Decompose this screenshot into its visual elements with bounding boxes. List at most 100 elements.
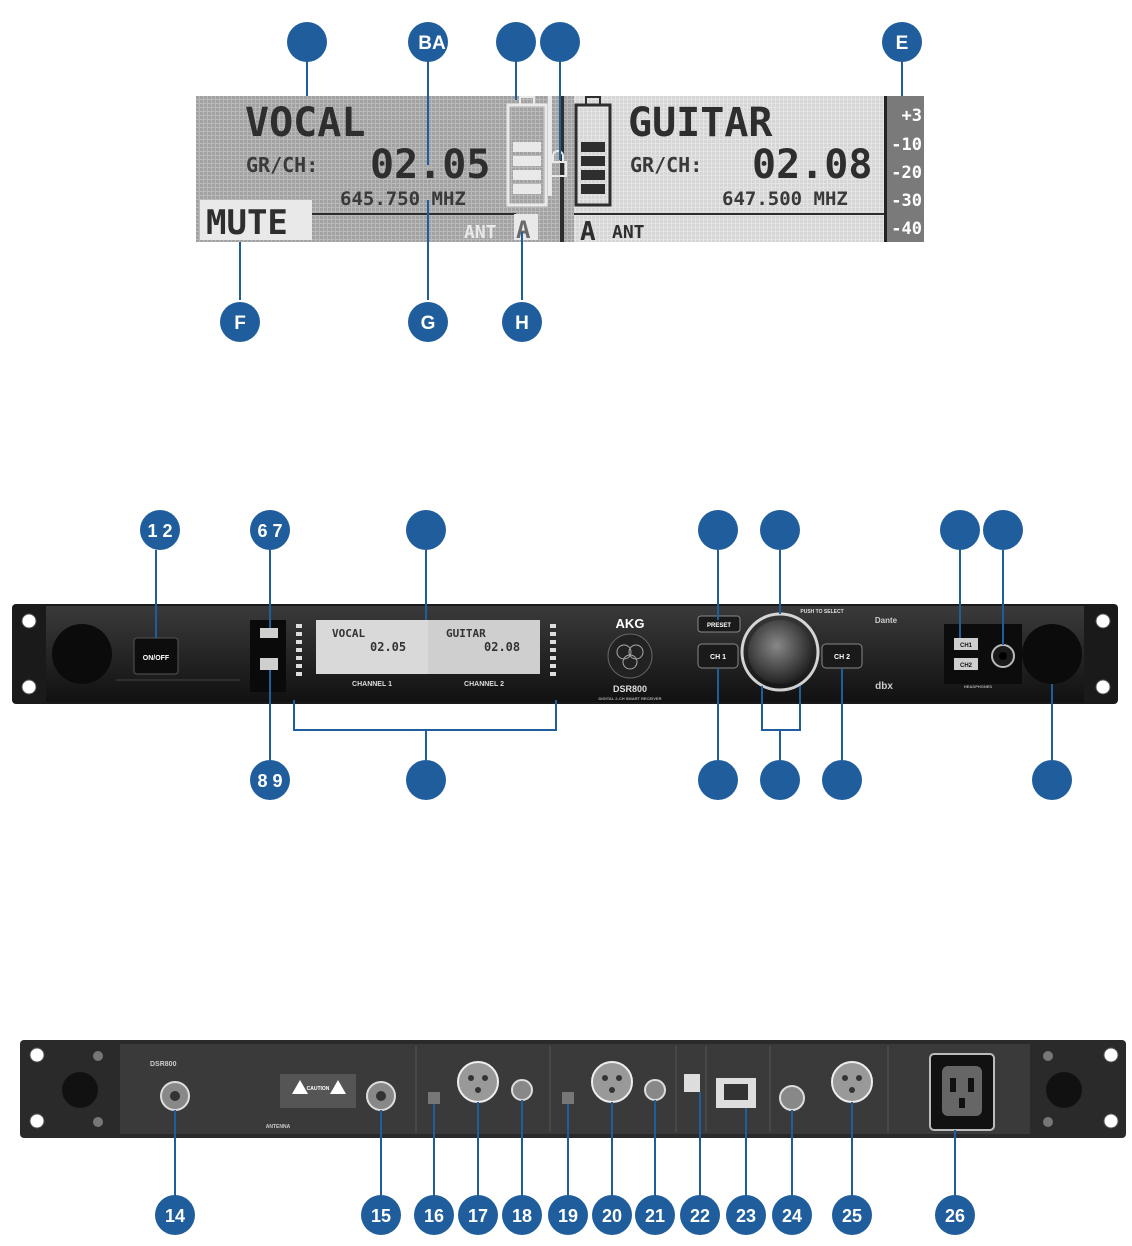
front-lcd-ch2-name: GUITAR [446, 627, 486, 640]
front-callout-8-9: 8 9 [250, 760, 290, 800]
lcd-closeup: VOCAL GR/CH: 02.05 645.750 MHZ MUTE ANT … [196, 22, 924, 342]
lcd-meter-strip [886, 96, 924, 242]
front-callout-hp-select [940, 510, 980, 550]
svg-text:8 9: 8 9 [257, 771, 282, 791]
lcd-mute-text: MUTE [206, 203, 288, 243]
front-lcd-ch2-value: 02.08 [484, 640, 520, 654]
lcd-ch2-battery-icon [574, 96, 612, 207]
mix-xlr-output[interactable] [831, 1061, 873, 1103]
headphone-ch1-label: CH1 [960, 643, 973, 649]
ch2-jack-output[interactable] [644, 1079, 666, 1101]
svg-text:BA: BA [418, 33, 446, 54]
lcd-mute-indicator [200, 200, 312, 240]
ch1-jack-output[interactable] [511, 1079, 533, 1101]
rear-callout-16: 16 [414, 1195, 454, 1235]
lcd-ch1-battery-icon [506, 96, 548, 207]
meter-tick-label: -30 [891, 191, 922, 211]
lcd-ch2-frequency: 647.500 MHZ [722, 188, 848, 210]
rear-callout-25: 25 [832, 1195, 872, 1235]
lcd-ch2-ant-label: ANT [612, 222, 645, 243]
front-lcd-ch1-name: VOCAL [332, 627, 365, 640]
front-callout-preset [698, 510, 738, 550]
rear-panel-diagram: DSR800 ANTENNA CAUTION [20, 1040, 1126, 1235]
lcd-callout-g: G [408, 302, 448, 342]
front-callout-knob [760, 510, 800, 550]
ch1-switch[interactable] [428, 1092, 440, 1104]
lcd-ch1-ant-label: ANT [464, 222, 497, 243]
svg-text:14: 14 [165, 1206, 185, 1226]
ch1-xlr-output[interactable] [457, 1061, 499, 1103]
rear-callout-18: 18 [502, 1195, 542, 1235]
ch2-button-label: CH 2 [834, 654, 850, 661]
front-ir-sync-window [260, 658, 278, 670]
lcd-callout-h: H [502, 302, 542, 342]
lcd-lock-icon [548, 96, 567, 242]
wordclock-connector[interactable] [779, 1085, 805, 1111]
front-callout-1-2: 1 2 [140, 510, 180, 550]
lcd-callout-e: E [882, 22, 922, 62]
push-to-select-knob[interactable] [748, 620, 812, 684]
rear-callout-23: 23 [726, 1195, 766, 1235]
svg-text:24: 24 [782, 1206, 802, 1226]
svg-text:23: 23 [736, 1206, 756, 1226]
knob-label: PUSH TO SELECT [800, 609, 843, 615]
svg-text:F: F [234, 313, 246, 334]
front-callout-hp-jack [983, 510, 1023, 550]
lcd-callout-3 [496, 22, 536, 62]
front-callout-ring [760, 760, 800, 800]
preset-button-label: PRESET [707, 623, 731, 629]
headphone-ch1-button[interactable] [954, 638, 978, 650]
svg-text:26: 26 [945, 1206, 965, 1226]
dbx-logo: dbx [875, 681, 893, 692]
lcd-right-panel [574, 96, 886, 242]
front-lcd-ch1 [316, 620, 428, 674]
lcd-ch1-grch-label: GR/CH: [246, 153, 318, 177]
rear-callout-15: 15 [361, 1195, 401, 1235]
meter-tick-label: -10 [891, 135, 922, 155]
front-model-sub-label: DIGITAL 2-CH SMART RECEIVER [599, 696, 662, 701]
svg-text:18: 18 [512, 1206, 532, 1226]
lcd-ch1-grch-value: 02.05 [370, 142, 490, 188]
svg-text:15: 15 [371, 1206, 391, 1226]
svg-text:21: 21 [645, 1206, 665, 1226]
lcd-callout-lines [239, 60, 903, 300]
svg-text:1 2: 1 2 [147, 521, 172, 541]
front-model-label: DSR800 [613, 684, 647, 694]
lcd-ch1-frequency: 645.750 MHZ [340, 188, 466, 210]
svg-text:25: 25 [842, 1206, 862, 1226]
power-button-label: ON/OFF [143, 655, 170, 662]
left-handle [52, 624, 112, 684]
svg-text:E: E [896, 33, 909, 54]
front-led-column-right [550, 624, 556, 676]
lcd-ch1-ant-value: A [516, 216, 531, 244]
meter-tick-label: -20 [891, 163, 922, 183]
lcd-meter-scale: +3 -10 -20 -30 -40 [891, 106, 922, 239]
rear-callout-24: 24 [772, 1195, 812, 1235]
headphone-ch2-button[interactable] [954, 658, 978, 670]
ch2-switch[interactable] [562, 1092, 574, 1104]
rear-warning-text: CAUTION [307, 1086, 330, 1092]
rear-callout-21: 21 [635, 1195, 675, 1235]
lcd-ch2-name: GUITAR [628, 100, 773, 146]
front-channel2-label: CHANNEL 2 [464, 681, 504, 688]
rj-port[interactable] [684, 1074, 700, 1092]
front-lcd-ch1-value: 02.05 [370, 640, 406, 654]
svg-text:16: 16 [424, 1206, 444, 1226]
svg-text:22: 22 [690, 1206, 710, 1226]
front-led-column-left [296, 624, 302, 676]
front-callout-6-7: 6 7 [250, 510, 290, 550]
svg-text:20: 20 [602, 1206, 622, 1226]
front-callout-handle [1032, 760, 1072, 800]
lcd-callout-ba: BA [408, 22, 448, 62]
ch2-xlr-output[interactable] [591, 1061, 633, 1103]
rear-callout-19: 19 [548, 1195, 588, 1235]
front-lcd-ch2 [428, 620, 540, 674]
front-small-button-67[interactable] [260, 628, 278, 638]
front-channel1-label: CHANNEL 1 [352, 681, 392, 688]
lcd-ch2-grch-value: 02.08 [752, 142, 872, 188]
ch1-button-label: CH 1 [710, 654, 726, 661]
lcd-ch1-name: VOCAL [245, 100, 365, 146]
rear-model-label: DSR800 [150, 1061, 177, 1068]
front-callout-lines [155, 550, 1053, 760]
antenna-label: ANTENNA [266, 1124, 291, 1130]
